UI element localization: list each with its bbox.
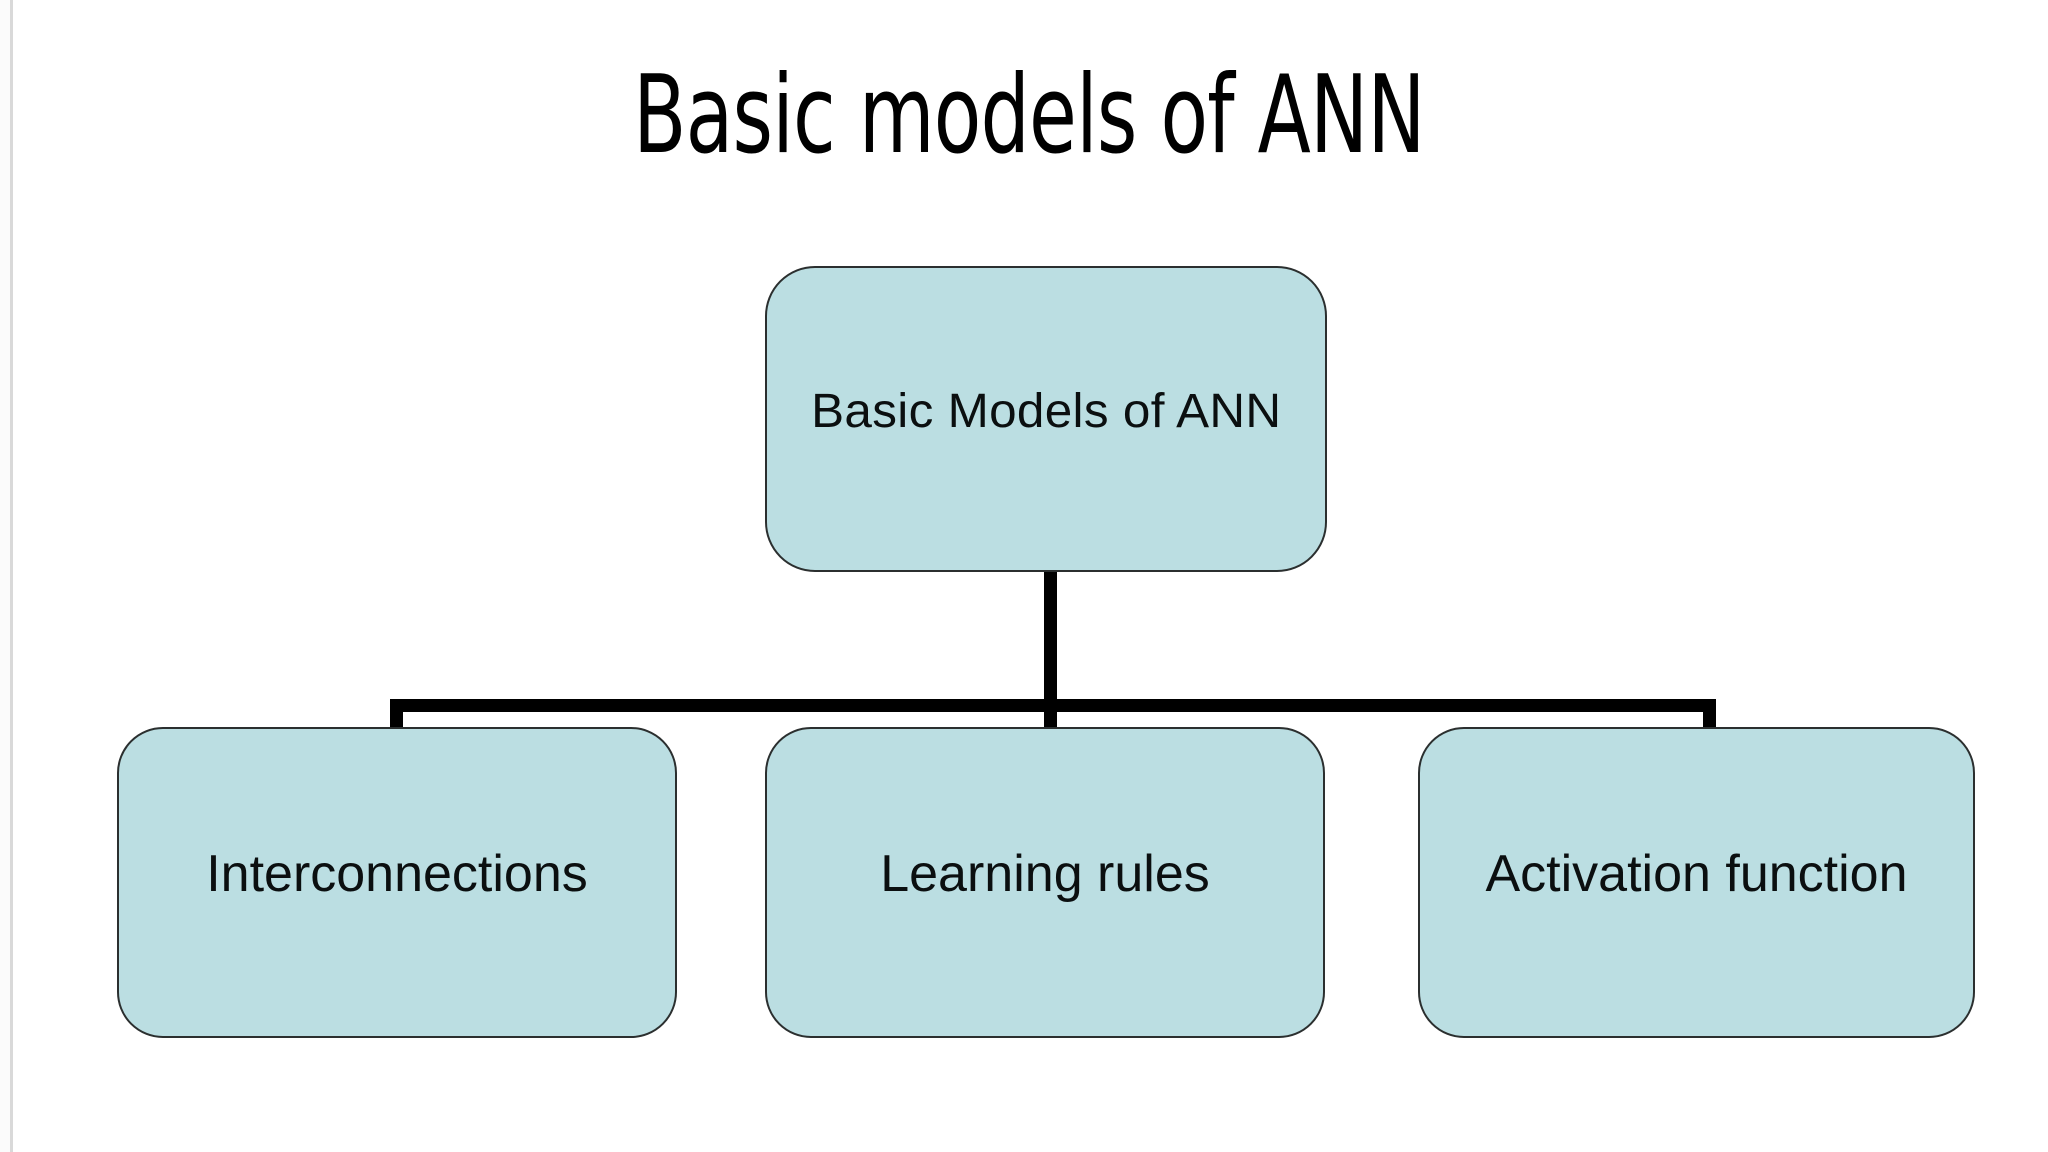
- page-edge-rule: [10, 0, 13, 1152]
- node-label-activation-function: Activation function: [1485, 844, 1908, 903]
- connector-drop-activation-function: [1703, 699, 1716, 731]
- node-label-root: Basic Models of ANN: [810, 385, 1282, 438]
- page-title: Basic models of ANN: [633, 53, 1425, 178]
- node-label-interconnections: Interconnections: [206, 844, 588, 903]
- page-left-gutter: [0, 0, 10, 1152]
- node-basic-models-of-ann[interactable]: Basic Models of ANN: [765, 266, 1327, 572]
- connector-root-stem: [1044, 570, 1057, 712]
- node-label-learning-rules: Learning rules: [880, 844, 1210, 903]
- connector-drop-learning-rules: [1044, 699, 1057, 731]
- node-learning-rules[interactable]: Learning rules: [765, 727, 1325, 1038]
- node-activation-function[interactable]: Activation function: [1418, 727, 1975, 1038]
- node-interconnections[interactable]: Interconnections: [117, 727, 677, 1038]
- connector-drop-interconnections: [390, 699, 403, 731]
